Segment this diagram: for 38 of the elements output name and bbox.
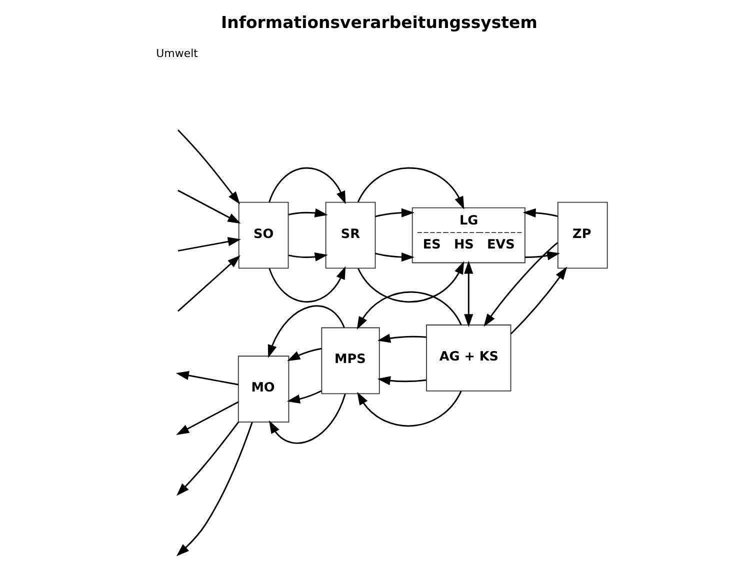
arrow bbox=[483, 242, 558, 327]
arrow bbox=[268, 167, 346, 204]
arrow bbox=[176, 401, 238, 435]
node-box: AG + KS bbox=[426, 324, 511, 392]
arrow bbox=[288, 252, 328, 262]
arrow bbox=[286, 390, 322, 404]
arrow bbox=[374, 252, 414, 262]
diagram-title: Informationsverarbeitungssystem bbox=[220, 12, 537, 32]
node-box: LG ES HS EVS bbox=[411, 207, 525, 264]
arrow bbox=[464, 260, 473, 328]
arrow bbox=[267, 305, 344, 358]
arrow bbox=[374, 208, 414, 218]
arrow bbox=[357, 261, 464, 303]
arrow bbox=[176, 422, 239, 496]
arrow bbox=[376, 376, 426, 386]
label: Umwelt bbox=[156, 46, 198, 60]
arrow bbox=[376, 334, 426, 343]
arrow bbox=[177, 237, 240, 252]
arrow bbox=[356, 291, 462, 330]
arrow bbox=[176, 130, 240, 204]
arrow bbox=[356, 390, 462, 427]
arrow bbox=[177, 190, 240, 224]
node-box: MO bbox=[237, 356, 289, 422]
arrow bbox=[522, 208, 558, 218]
arrow bbox=[268, 266, 346, 302]
arrow bbox=[356, 167, 464, 210]
arrow bbox=[175, 371, 238, 386]
arrow bbox=[177, 255, 240, 312]
node-box: SR bbox=[324, 202, 376, 269]
node-box: ZP bbox=[556, 202, 608, 269]
arrow bbox=[268, 394, 346, 444]
arrow bbox=[286, 348, 322, 362]
node-box: SO bbox=[238, 202, 288, 269]
arrow bbox=[510, 266, 567, 334]
node-box: MPS bbox=[320, 327, 380, 394]
arrow bbox=[176, 422, 252, 556]
arrow bbox=[524, 251, 560, 260]
arrow bbox=[288, 208, 328, 218]
